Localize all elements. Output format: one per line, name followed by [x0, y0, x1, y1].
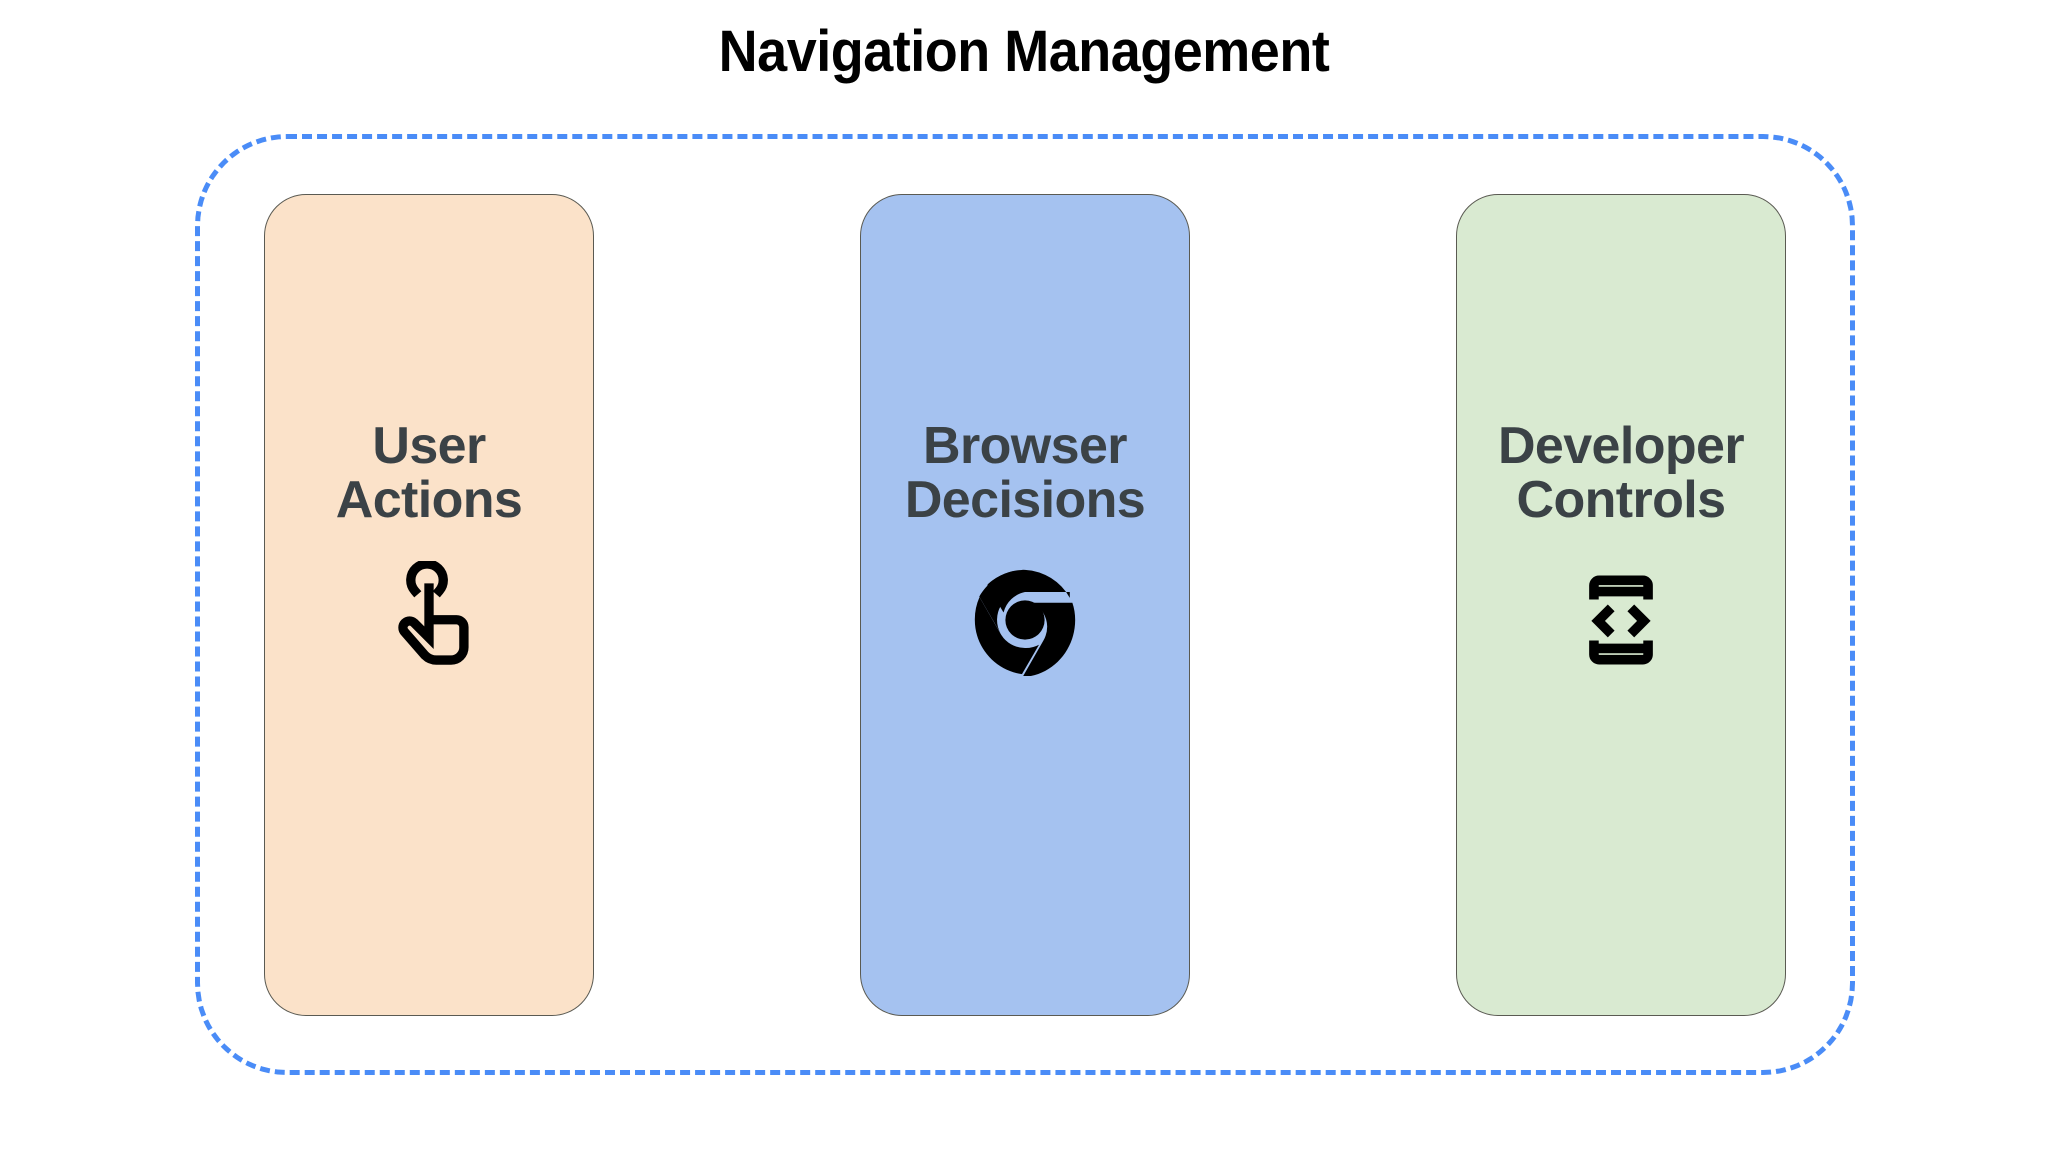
developer-mode-icon	[1562, 561, 1680, 679]
group-boundary	[195, 134, 1855, 1075]
page-title: Navigation Management	[718, 19, 1330, 84]
card-row: User Actions Browser Decisions	[195, 134, 1855, 1075]
card-developer-controls-label: Developer Controls	[1497, 416, 1745, 529]
card-developer-controls[interactable]: Developer Controls	[1456, 193, 1786, 1016]
chrome-logo-icon	[966, 561, 1084, 679]
card-browser-decisions[interactable]: Browser Decisions	[860, 193, 1190, 1016]
card-user-actions-label: User Actions	[335, 416, 523, 529]
touch-tap-icon	[370, 560, 488, 679]
card-browser-decisions-label: Browser Decisions	[904, 416, 1146, 529]
card-user-actions[interactable]: User Actions	[264, 193, 594, 1016]
